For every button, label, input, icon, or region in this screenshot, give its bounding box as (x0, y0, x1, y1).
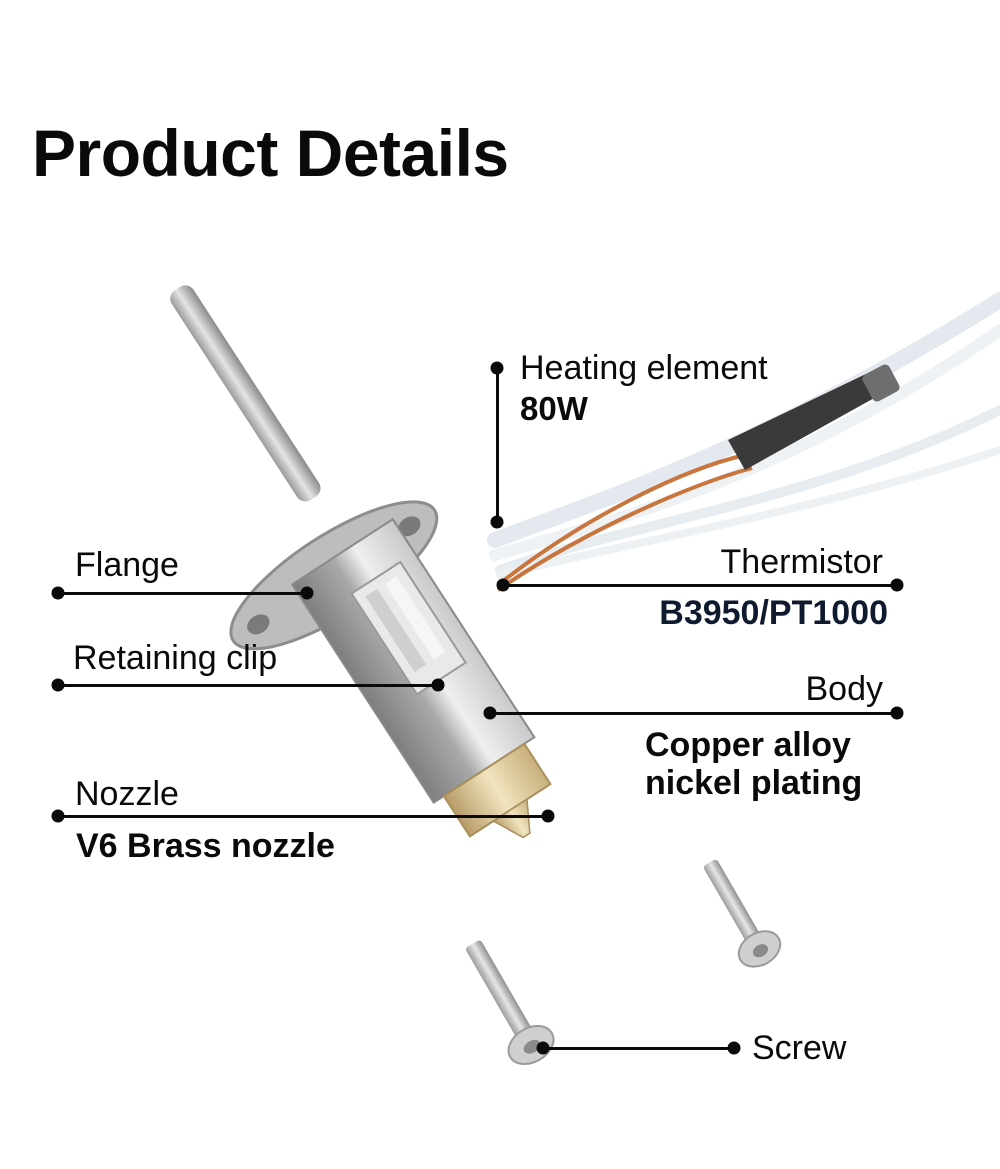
screw-dot-left (536, 1041, 550, 1055)
body-dot-left (483, 706, 497, 720)
thermistor-leader (503, 584, 897, 587)
heat-shrink (728, 364, 900, 470)
screw-top (704, 859, 782, 968)
flange-leader (57, 592, 307, 595)
thermistor-leads (496, 453, 753, 592)
page-title: Product Details (32, 116, 509, 190)
heating-element-dot-bottom (490, 515, 504, 529)
nozzle-dot-right (541, 809, 555, 823)
nozzle-dot-left (51, 809, 65, 823)
retaining-clip-dot-left (51, 678, 65, 692)
flange-label: Flange (75, 546, 179, 584)
nozzle-label: Nozzle (75, 775, 179, 813)
thermistor-dot-left (496, 578, 510, 592)
heating-element-leader (496, 368, 499, 522)
retaining-clip-dot-right (431, 678, 445, 692)
thermistor-label: Thermistor (720, 543, 883, 581)
body-value-line1: Copper alloy (645, 726, 851, 764)
body-label: Body (805, 670, 884, 708)
thermistor-dot-right (890, 578, 904, 592)
flange-dot-left (51, 586, 65, 600)
heating-element-value: 80W (520, 390, 588, 427)
screw-leader (543, 1047, 733, 1050)
body-value-line2: nickel plating (645, 764, 863, 802)
screw-label: Screw (752, 1029, 847, 1067)
flange-dot-right (300, 586, 314, 600)
body-dot-right (890, 706, 904, 720)
heating-element-label: Heating element (520, 349, 768, 387)
retaining-clip-leader (57, 684, 438, 687)
thermistor-value: B3950/PT1000 (659, 594, 888, 632)
screw-dot-right (727, 1041, 741, 1055)
retaining-clip-label: Retaining clip (73, 639, 278, 677)
nozzle-value: V6 Brass nozzle (76, 827, 335, 865)
nozzle-leader (58, 815, 548, 818)
body-leader (490, 712, 897, 715)
screw-bottom (466, 940, 555, 1066)
heating-element-dot-top (490, 361, 504, 375)
